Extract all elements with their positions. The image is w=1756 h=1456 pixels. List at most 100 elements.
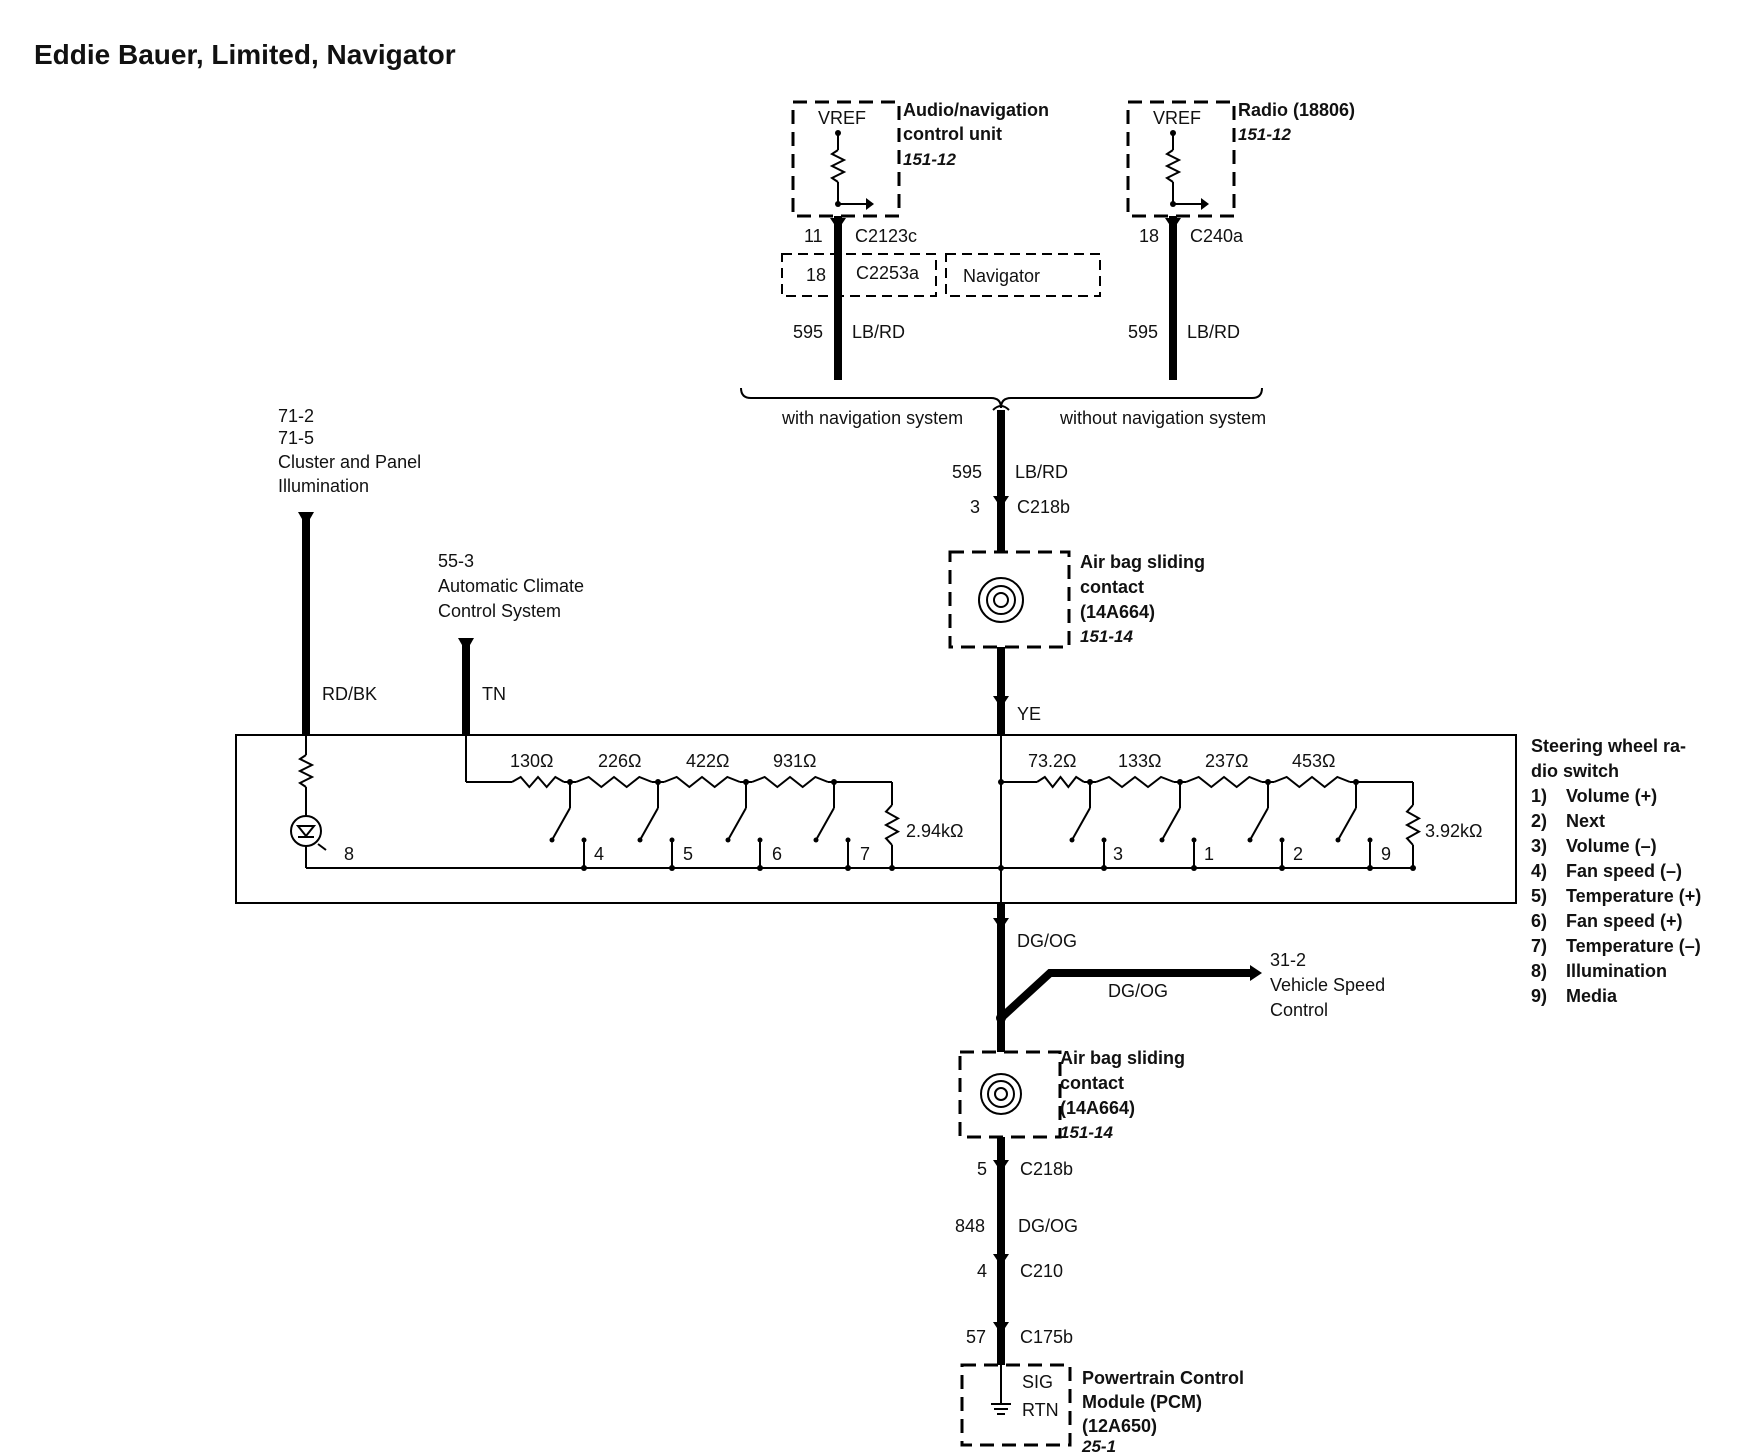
- branch-with-nav: with navigation system: [781, 408, 963, 428]
- radio-name: Radio (18806): [1238, 100, 1355, 120]
- legend-label: Volume (–): [1566, 836, 1657, 856]
- left-switch-contact: [669, 837, 675, 843]
- navigator-box: [945, 253, 1101, 297]
- illumination-lamp-icon: [290, 815, 322, 847]
- left-switch-contact: [845, 837, 851, 843]
- speed-wire-color: DG/OG: [1108, 981, 1168, 1001]
- pcm-label-1: Powertrain Control: [1082, 1368, 1244, 1388]
- left-switch-1: [551, 807, 571, 841]
- pcm-rtn: RTN: [1022, 1400, 1059, 1420]
- left-bus-node: [581, 865, 587, 871]
- radio-connector: C240a: [1190, 226, 1244, 246]
- right-resistor-1: [1036, 775, 1085, 789]
- right-switch-contact: [1069, 837, 1075, 843]
- connector-c2253a-box: [781, 253, 937, 297]
- cluster-ref-1: 71-2: [278, 406, 314, 426]
- left-bus-node: [757, 865, 763, 871]
- right-switch-contact: [1191, 837, 1197, 843]
- left-switch-4: [815, 807, 835, 841]
- radio-circuit-number: 595: [1128, 322, 1158, 342]
- right-resistor-3: [1185, 775, 1263, 789]
- resistor-73-2: 73.2Ω: [1028, 751, 1077, 771]
- branch-without-nav: without navigation system: [1059, 408, 1266, 428]
- radio-wire-color: LB/RD: [1187, 322, 1240, 342]
- lamp-pin-number: 8: [344, 844, 354, 864]
- right-switch-2: [1161, 807, 1181, 841]
- pcm-label-3: (12A650): [1082, 1416, 1157, 1436]
- c218b-upper-pin: 3: [970, 497, 980, 517]
- right-end-resistor: 3.92kΩ: [1425, 821, 1483, 841]
- c218b-lower-pin: 5: [977, 1159, 987, 1179]
- legend-num: 2): [1531, 811, 1547, 831]
- climate-ref: 55-3: [438, 551, 474, 571]
- pcm-sig: SIG: [1022, 1372, 1053, 1392]
- legend-label: Fan speed (+): [1566, 911, 1683, 931]
- rdbk-wire-color: RD/BK: [322, 684, 377, 704]
- legend-label: Illumination: [1566, 961, 1667, 981]
- legend-label: Next: [1566, 811, 1605, 831]
- audio-nav-ref: 151-12: [903, 150, 956, 169]
- right-end-resistor: [1404, 804, 1422, 846]
- radio-vref-label: VREF: [1153, 108, 1201, 128]
- left-switch-contact: [581, 837, 587, 843]
- airbag-lower-label-2: contact: [1060, 1073, 1124, 1093]
- right-resistor-2: [1095, 775, 1175, 789]
- right-switch-contact: [1335, 837, 1341, 843]
- c210-connector: C210: [1020, 1261, 1063, 1281]
- left-resistor-ladder: [506, 775, 901, 871]
- option-brace: [740, 387, 1263, 409]
- legend-title-1: Steering wheel ra-: [1531, 736, 1686, 756]
- radio-ref: 151-12: [1238, 125, 1291, 144]
- switch-1: 1: [1204, 844, 1214, 864]
- right-switch-contact: [1101, 837, 1107, 843]
- climate-label-2: Control System: [438, 601, 561, 621]
- cluster-ref-2: 71-5: [278, 428, 314, 448]
- resistor-226: 226Ω: [598, 751, 642, 771]
- airbag-sliding-contact-upper: Air bag sliding contact (14A664) 151-14: [948, 550, 1205, 649]
- radio-module: VREF Radio (18806) 151-12: [1126, 100, 1355, 218]
- left-resistor-2: [575, 775, 653, 789]
- switch-3: 3: [1113, 844, 1123, 864]
- c218b-upper-connector: C218b: [1017, 497, 1070, 517]
- radio-pin: 18: [1139, 226, 1159, 246]
- climate-label-1: Automatic Climate: [438, 576, 584, 596]
- pcm-module: SIG RTN Powertrain Control Module (PCM) …: [960, 1363, 1244, 1456]
- left-resistor-4: [751, 775, 829, 789]
- left-switch-3: [727, 807, 747, 841]
- legend-label: Volume (+): [1566, 786, 1657, 806]
- speed-control-ref: 31-2: [1270, 950, 1306, 970]
- switch-2: 2: [1293, 844, 1303, 864]
- right-switch-4: [1337, 807, 1357, 841]
- right-bus-node: [1410, 865, 1416, 871]
- right-bus-node: [1191, 865, 1197, 871]
- right-bus-node: [1367, 865, 1373, 871]
- tn-wire-color: TN: [482, 684, 506, 704]
- navigator-label: Navigator: [963, 266, 1040, 286]
- airbag-lower-ref: 151-14: [1060, 1123, 1113, 1142]
- speed-control-label-2: Control: [1270, 1000, 1328, 1020]
- resistor-453: 453Ω: [1292, 751, 1336, 771]
- ye-wire-color: YE: [1017, 704, 1041, 724]
- c175b-pin: 57: [966, 1327, 986, 1347]
- steering-wheel-radio-switch: [235, 734, 1517, 904]
- legend-num: 3): [1531, 836, 1547, 856]
- airbag-upper-label-2: contact: [1080, 577, 1144, 597]
- airbag-sliding-contact-lower: Air bag sliding contact (14A664) 151-14: [958, 1048, 1185, 1142]
- left-switch-contact: [813, 837, 819, 843]
- pcm-ref: 25-1: [1081, 1437, 1116, 1456]
- legend-num: 4): [1531, 861, 1547, 881]
- airbag-upper-label-1: Air bag sliding: [1080, 552, 1205, 572]
- nav-wire-color: LB/RD: [852, 322, 905, 342]
- legend-title-2: dio switch: [1531, 761, 1619, 781]
- left-switch-contact: [549, 837, 555, 843]
- legend-num: 5): [1531, 886, 1547, 906]
- right-bus-node: [1279, 865, 1285, 871]
- audio-nav-name: Audio/navigation: [903, 100, 1049, 120]
- speed-control-label-1: Vehicle Speed: [1270, 975, 1385, 995]
- left-resistor-1: [511, 775, 565, 789]
- legend-num: 7): [1531, 936, 1547, 956]
- resistor-130: 130Ω: [510, 751, 554, 771]
- legend-label: Temperature (+): [1566, 886, 1701, 906]
- left-bus-node: [889, 865, 895, 871]
